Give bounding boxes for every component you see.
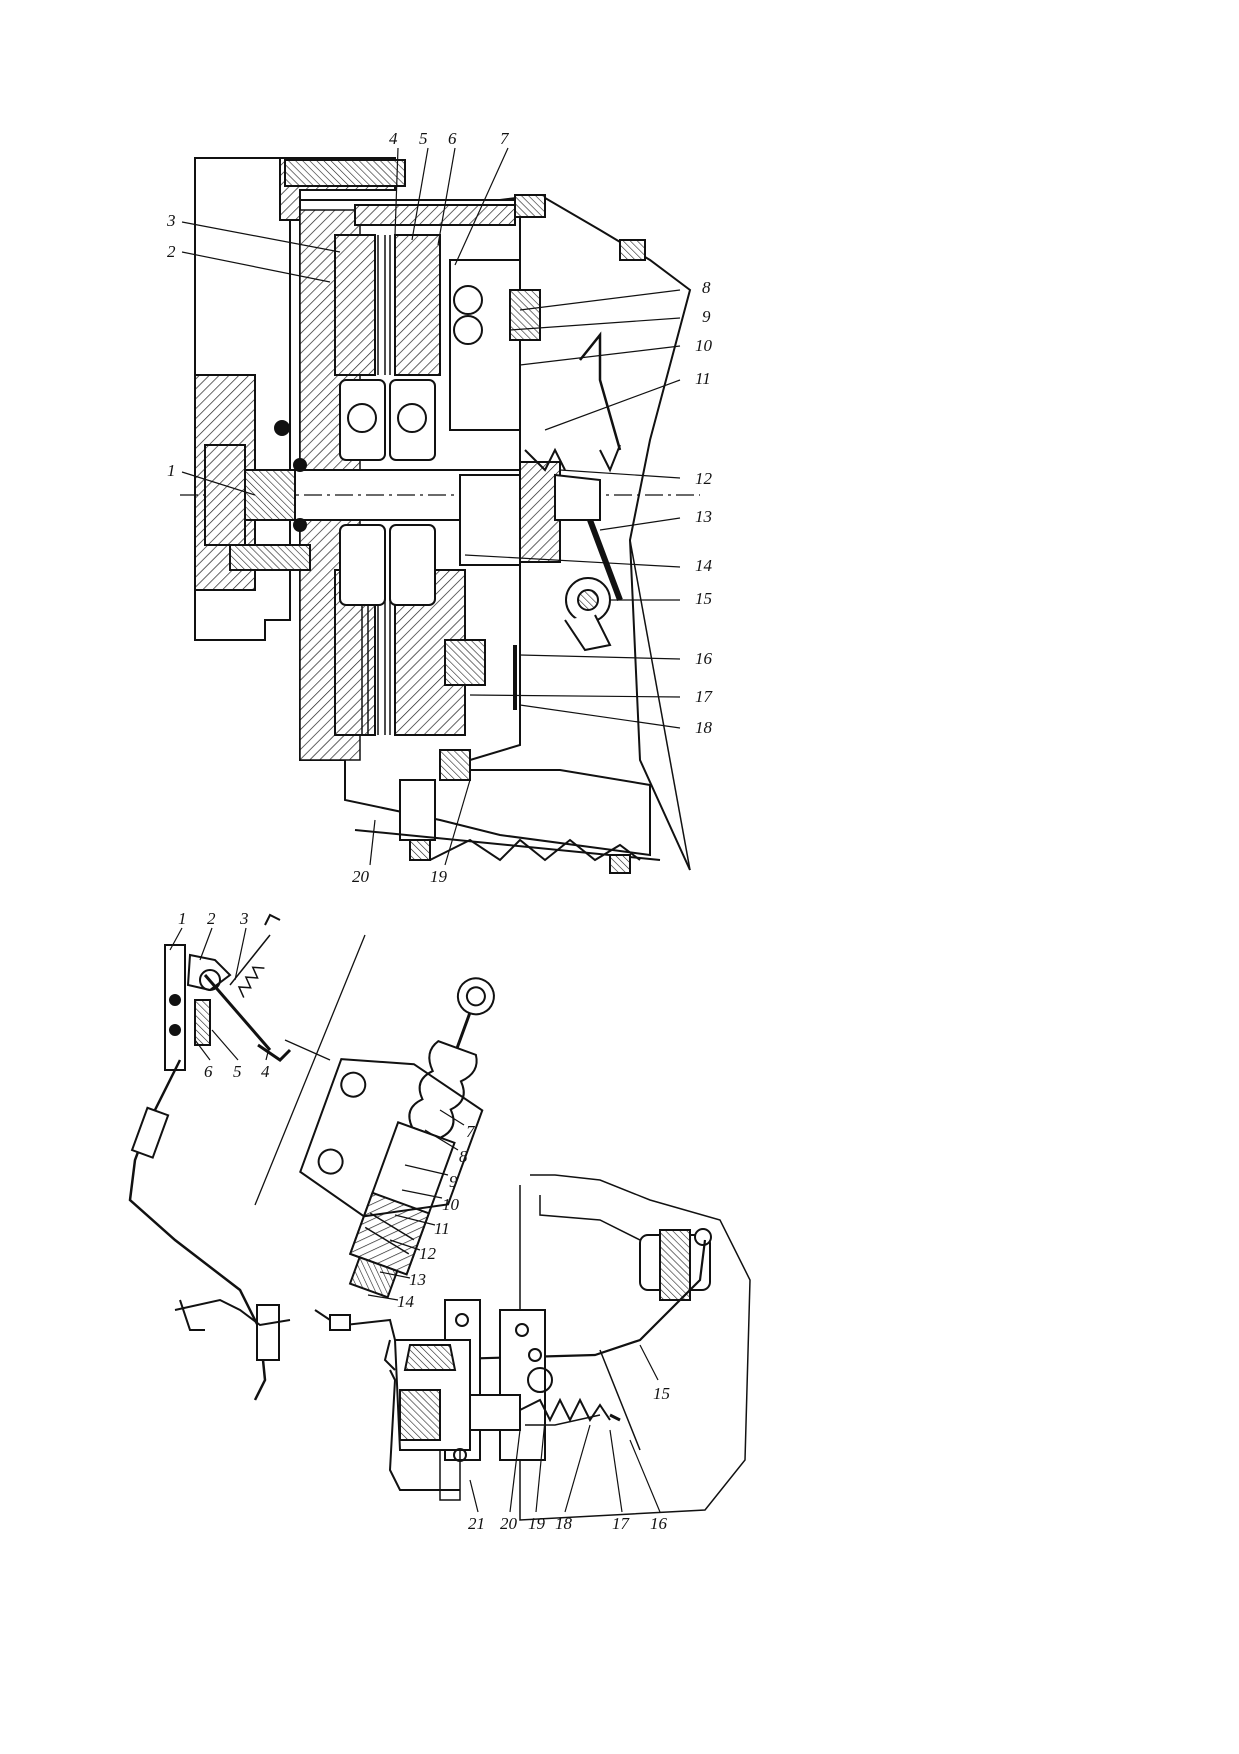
callout-bottom-11: 11	[434, 1219, 450, 1238]
callout-bottom-12: 12	[419, 1244, 436, 1263]
callout-bottom-3: 3	[240, 909, 249, 928]
clutch-section-drawing	[180, 157, 700, 874]
callout-top-6: 6	[448, 129, 457, 148]
callout-top-20: 20	[352, 867, 369, 886]
callout-bottom-14: 14	[397, 1292, 414, 1311]
callout-top-10: 10	[695, 336, 712, 355]
callout-top-18: 18	[695, 718, 712, 737]
callout-top-9: 9	[702, 307, 711, 326]
callout-bottom-13: 13	[409, 1270, 426, 1289]
callout-top-4: 4	[389, 129, 398, 148]
callout-top-19: 19	[430, 867, 447, 886]
callout-top-12: 12	[695, 469, 712, 488]
callout-top-14: 14	[695, 556, 712, 575]
callout-bottom-18: 18	[555, 1514, 572, 1533]
callout-bottom-10: 10	[442, 1195, 459, 1214]
hydraulic-drive-drawing	[128, 913, 751, 1521]
callout-top-13: 13	[695, 507, 712, 526]
callout-bottom-7: 7	[466, 1122, 475, 1141]
callout-bottom-21: 21	[468, 1514, 485, 1533]
callout-bottom-9: 9	[449, 1172, 458, 1191]
callout-bottom-8: 8	[459, 1147, 468, 1166]
callout-top-3: 3	[167, 211, 176, 230]
callout-bottom-4: 4	[261, 1062, 270, 1081]
callout-top-17: 17	[695, 687, 712, 706]
callout-top-1: 1	[167, 461, 176, 480]
callout-bottom-6: 6	[204, 1062, 213, 1081]
callout-top-16: 16	[695, 649, 712, 668]
callout-top-2: 2	[167, 242, 176, 261]
callout-bottom-20: 20	[500, 1514, 517, 1533]
bottom-leader-lines	[169, 927, 661, 1513]
callout-top-5: 5	[419, 129, 428, 148]
callout-bottom-1: 1	[178, 909, 187, 928]
callout-bottom-16: 16	[650, 1514, 667, 1533]
callout-top-7: 7	[500, 129, 509, 148]
callout-bottom-2: 2	[207, 909, 216, 928]
callout-bottom-5: 5	[233, 1062, 242, 1081]
top-leader-lines	[181, 147, 681, 866]
callout-top-11: 11	[695, 369, 711, 388]
callout-bottom-19: 19	[528, 1514, 545, 1533]
callout-top-8: 8	[702, 278, 711, 297]
callout-bottom-15: 15	[653, 1384, 670, 1403]
callout-bottom-17: 17	[612, 1514, 629, 1533]
callout-top-15: 15	[695, 589, 712, 608]
